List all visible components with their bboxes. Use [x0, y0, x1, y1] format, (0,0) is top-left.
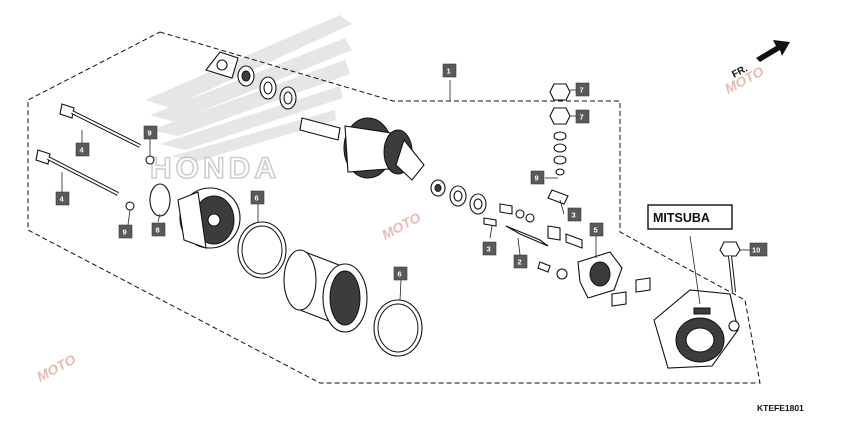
- callout-4b: 4: [55, 191, 70, 206]
- armature-washers: [430, 179, 487, 215]
- svg-text:1: 1: [447, 67, 451, 76]
- svg-text:6: 6: [255, 194, 259, 203]
- svg-text:10: 10: [752, 246, 760, 255]
- callout-6b: 6: [393, 266, 408, 281]
- callout-4a: 4: [75, 142, 90, 157]
- svg-text:9: 9: [123, 228, 127, 237]
- nut-washer-stack: [549, 83, 571, 176]
- callout-2: 2: [513, 254, 528, 269]
- callout-10: 10: [749, 242, 768, 257]
- svg-text:5: 5: [594, 226, 598, 235]
- svg-text:8: 8: [156, 226, 160, 235]
- assembly-outline: [27, 31, 761, 384]
- callout-9a: 9: [530, 170, 545, 185]
- callout-7b: 7: [575, 109, 590, 124]
- manufacturer-label: MITSUBA: [647, 204, 733, 230]
- svg-text:7: 7: [580, 113, 584, 122]
- callout-1: 1: [442, 63, 457, 78]
- svg-text:3: 3: [487, 245, 491, 254]
- mounting-bolt: [719, 241, 741, 293]
- callout-9b: 9: [143, 125, 158, 140]
- svg-text:9: 9: [535, 174, 539, 183]
- diagram-code: KTEFE1801: [757, 403, 804, 413]
- o-rings: [237, 221, 423, 357]
- callout-group: 1 7 7 9 4 4 9 8 6 6 9 3 3 3 2 5 10: [0, 0, 768, 281]
- callout-6a: 6: [250, 190, 265, 205]
- callout-9c: 9: [118, 224, 133, 239]
- manufacturer-label-text: MITSUBA: [653, 211, 710, 225]
- washers-top: [237, 65, 297, 110]
- armature: [299, 117, 425, 181]
- watermark: MOTO: [34, 351, 78, 385]
- terminal-parts: [483, 189, 583, 280]
- svg-text:4: 4: [80, 146, 85, 155]
- svg-text:2: 2: [518, 258, 522, 267]
- long-bolts: [35, 103, 141, 196]
- svg-text:4: 4: [60, 195, 65, 204]
- callout-3c: 3: [0, 0, 4, 2]
- callout-8: 8: [151, 222, 166, 237]
- svg-text:7: 7: [580, 86, 584, 95]
- brand-mark-honda: HONDA: [150, 152, 280, 185]
- callout-5: 5: [589, 222, 604, 237]
- brush-holder: [577, 251, 651, 307]
- svg-text:3: 3: [572, 211, 576, 220]
- front-cover: [149, 183, 241, 249]
- front-arrow-icon: [756, 40, 790, 62]
- svg-text:9: 9: [148, 129, 152, 138]
- callout-3b: 3: [567, 207, 582, 222]
- callout-7a: 7: [575, 82, 590, 97]
- watermark: MOTO: [379, 209, 423, 243]
- callout-3a: 3: [482, 241, 497, 256]
- motor-case: [283, 249, 368, 333]
- lock-plate: [205, 51, 239, 79]
- svg-text:6: 6: [398, 270, 402, 279]
- rear-cover: [653, 289, 740, 369]
